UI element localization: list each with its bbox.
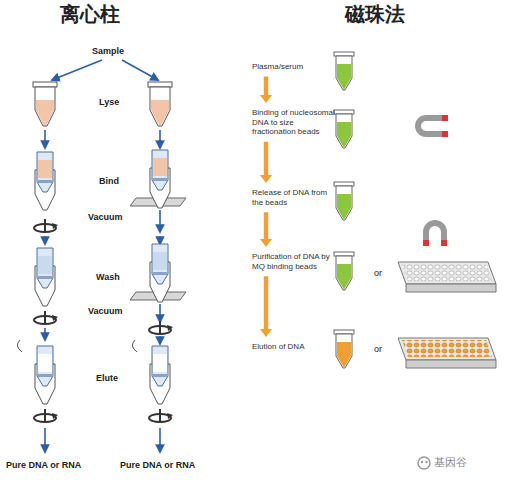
step-caption: Elution of DNA: [252, 342, 338, 352]
step-text: Elution of DNA: [252, 342, 338, 352]
flow-arrow: [260, 142, 272, 183]
step-label: Lyse: [99, 97, 119, 107]
step-label: Vacuum: [88, 306, 123, 316]
step-caption: Release of DNA from the beads: [252, 188, 338, 207]
step-caption: Binding of nucleosomal DNA to size fract…: [252, 108, 338, 137]
step-label: or: [374, 268, 382, 278]
step-label: Wash: [96, 272, 120, 282]
step-label: Pure DNA or RNA: [6, 460, 81, 470]
step-text: Purification of DNA by MQ binding beads: [252, 252, 338, 271]
step-text: Binding of nucleosomal DNA to size fract…: [252, 108, 338, 137]
step-label: Sample: [92, 46, 124, 56]
step-label: Bind: [99, 176, 119, 186]
step-text: Plasma/serum: [252, 62, 338, 72]
step-text: Release of DNA from the beads: [252, 188, 338, 207]
step-label: Pure DNA or RNA: [120, 460, 195, 470]
step-label: Elute: [96, 373, 118, 383]
step-caption: Plasma/serum: [252, 62, 338, 72]
flow-arrow: [260, 77, 272, 103]
watermark: 基因谷: [434, 456, 467, 469]
section-title: 磁珠法: [345, 3, 405, 26]
flow-arrow: [260, 212, 272, 247]
flow-arrow: [260, 276, 272, 337]
section-title: 离心柱: [60, 3, 120, 26]
step-caption: Purification of DNA by MQ binding beads: [252, 252, 338, 271]
step-label: or: [374, 344, 382, 354]
step-label: Vacuum: [88, 212, 123, 222]
